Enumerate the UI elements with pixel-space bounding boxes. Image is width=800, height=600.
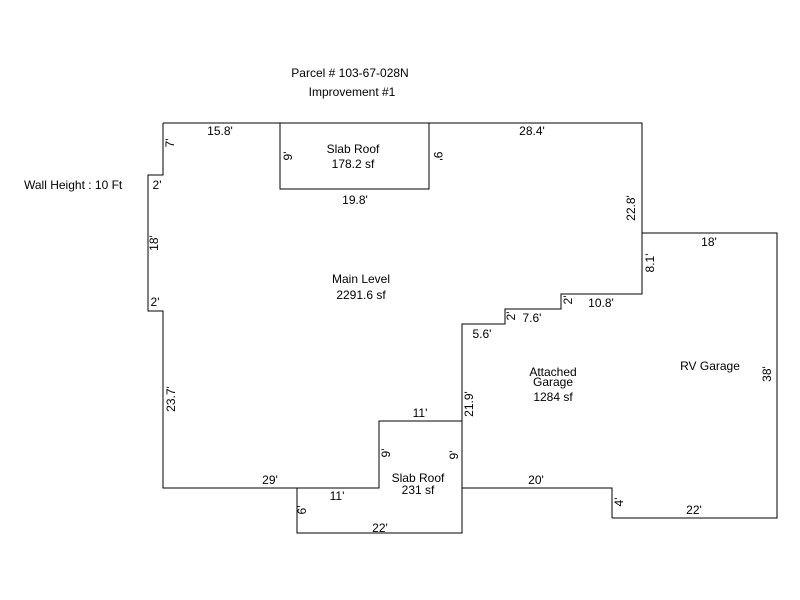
attached-garage-outline bbox=[462, 487, 613, 518]
main-level-name: Main Level bbox=[332, 272, 390, 286]
dim-right-upper: 22.8' bbox=[624, 195, 638, 221]
dim-garage-jog: 4' bbox=[612, 498, 626, 507]
dim-left-top-notch: 7' bbox=[163, 139, 177, 148]
dim-step-vertical-1: 8.1' bbox=[643, 254, 657, 273]
dim-left-lower-jog: 2' bbox=[151, 295, 160, 309]
slab-roof-top-name: Slab Roof bbox=[327, 142, 380, 156]
slab-roof-bottom-area: 231 sf bbox=[402, 483, 435, 497]
dim-slab-bottom-left: 6' bbox=[295, 506, 309, 515]
dim-rv-bottom: 22' bbox=[686, 503, 702, 517]
dim-step-horizontal-2: 7.6' bbox=[523, 311, 542, 325]
dim-left-upper-jog: 2' bbox=[153, 178, 162, 192]
dim-inner-right: 9' bbox=[447, 451, 461, 460]
dim-rv-top: 18' bbox=[701, 235, 717, 249]
slab-roof-top-outline bbox=[279, 123, 430, 190]
main-level-outline bbox=[147, 122, 643, 489]
dim-top-left: 15.8' bbox=[207, 124, 233, 138]
dim-slab-top-bottom: 19.8' bbox=[342, 193, 368, 207]
slab-roof-bottom-outline bbox=[296, 421, 463, 534]
attached-garage-name-1: Attached bbox=[529, 365, 576, 379]
dim-step-vertical-2: 2' bbox=[561, 296, 575, 305]
dim-slab-top-left: 9' bbox=[281, 152, 295, 161]
dim-step-horizontal-1: 10.8' bbox=[588, 296, 614, 310]
dim-slab-bottom-bottom: 22' bbox=[372, 521, 388, 535]
dim-garage-left: 21.9' bbox=[462, 391, 476, 417]
rv-garage-outline bbox=[612, 232, 778, 519]
slab-roof-bottom-name: Slab Roof bbox=[392, 471, 445, 485]
dim-step-horizontal-3: 5.6' bbox=[473, 327, 492, 341]
dim-slab-top-right: 9' bbox=[431, 152, 445, 161]
attached-garage-name-2: Garage bbox=[533, 375, 573, 389]
dim-left-middle: 18' bbox=[147, 235, 161, 251]
rv-garage-name: RV Garage bbox=[680, 359, 740, 373]
dim-bottom-left: 29' bbox=[262, 473, 278, 487]
improvement-label: Improvement #1 bbox=[309, 85, 396, 99]
parcel-number: Parcel # 103-67-028N bbox=[291, 66, 408, 80]
dim-top-right: 28.4' bbox=[519, 124, 545, 138]
main-level-area: 2291.6 sf bbox=[336, 288, 386, 302]
dim-inner-top: 11' bbox=[413, 406, 428, 420]
dim-garage-bottom: 20' bbox=[528, 473, 544, 487]
dim-inner-left: 9' bbox=[379, 449, 393, 458]
dim-step-vertical-3: 2' bbox=[504, 312, 518, 321]
dim-rv-right: 38' bbox=[760, 366, 774, 382]
slab-roof-top-area: 178.2 sf bbox=[332, 157, 375, 171]
attached-garage-area: 1284 sf bbox=[533, 390, 573, 404]
wall-height: Wall Height : 10 Ft bbox=[24, 178, 123, 192]
dim-slab-bottom-top: 11' bbox=[330, 489, 345, 503]
dim-left-bottom: 23.7' bbox=[164, 386, 178, 412]
